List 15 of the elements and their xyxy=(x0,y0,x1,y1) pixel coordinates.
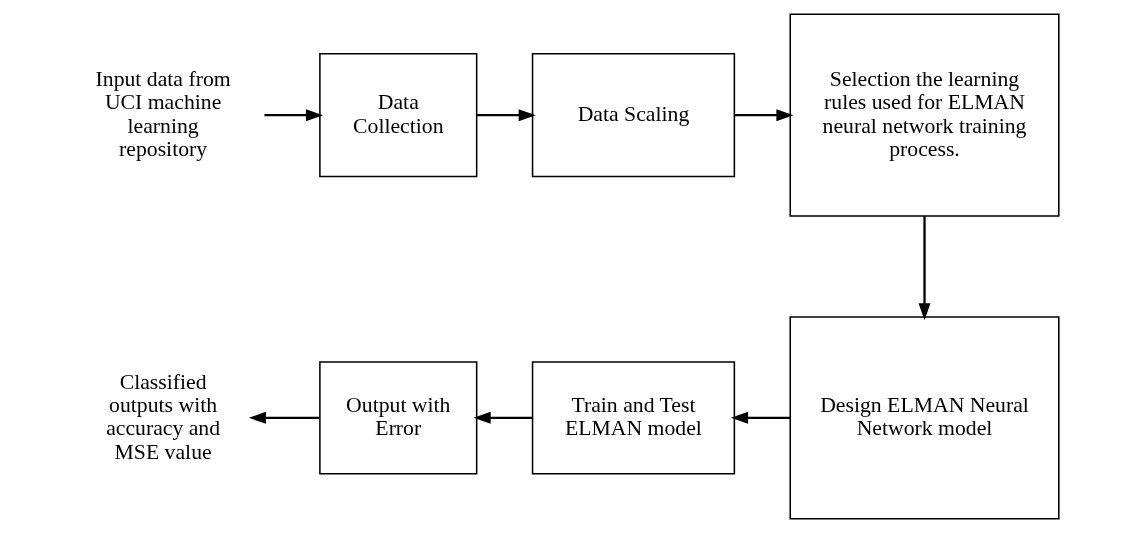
arrow xyxy=(734,109,794,122)
arrow xyxy=(918,216,931,321)
node-box: Train and Test ELMAN model xyxy=(531,361,736,475)
arrow xyxy=(248,411,320,424)
node-box: Data Scaling xyxy=(531,53,736,178)
arrow xyxy=(477,109,536,122)
node-box: Output with Error xyxy=(319,361,478,475)
arrow xyxy=(473,411,533,424)
arrow xyxy=(264,109,323,122)
node-box: Design ELMAN Neural Network model xyxy=(789,316,1060,520)
node-text: Input data from UCI machine learning repository xyxy=(95,66,231,161)
node-box: Selection the learning rules used for ELMAN neural network training process. xyxy=(789,13,1060,217)
node-text: Classified outputs with accuracy and MSE value xyxy=(106,369,221,464)
node-box: Data Collection xyxy=(319,53,478,178)
arrow xyxy=(731,411,790,424)
